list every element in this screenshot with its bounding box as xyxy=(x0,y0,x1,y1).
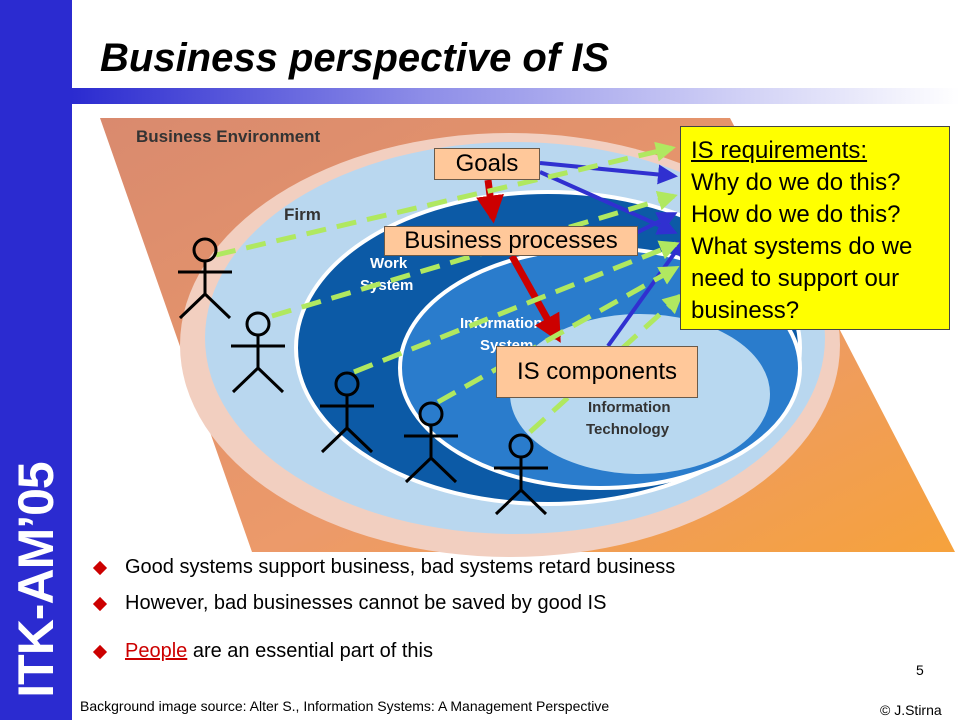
information-technology-label-line2: Technology xyxy=(586,421,670,438)
image-source-note: Background image source: Alter S., Infor… xyxy=(80,698,610,714)
copyright-note: © J.Stirna xyxy=(880,702,942,718)
is-requirements-box: IS requirements: Why do we do this? How … xyxy=(680,126,950,330)
is-requirements-title: IS requirements: xyxy=(691,137,868,164)
people-highlight: People xyxy=(125,640,188,662)
firm-label: Firm xyxy=(284,205,321,224)
business-environment-label: Business Environment xyxy=(136,127,321,146)
person-icon-3 xyxy=(320,371,374,454)
bullet-text: However, bad businesses cannot be saved … xyxy=(125,592,607,614)
page-number: 5 xyxy=(916,662,924,678)
goals-box: Goals xyxy=(434,148,540,180)
slide-title: Business perspective of IS xyxy=(100,36,610,80)
information-technology-label-line1: Information xyxy=(588,399,671,416)
requirements-line: How do we do this? xyxy=(691,201,901,228)
bullet-item: However, bad businesses cannot be saved … xyxy=(92,592,606,615)
requirements-line: need to support our xyxy=(691,265,900,292)
diamond-bullet-icon xyxy=(92,644,108,659)
goals-how-arrow xyxy=(539,170,678,235)
bullet-item: People are an essential part of this xyxy=(92,640,433,663)
requirements-line: business? xyxy=(691,297,800,324)
bullet-item: Good systems support business, bad syste… xyxy=(92,556,675,579)
person-icon-4 xyxy=(404,401,458,484)
processes-to-components-arrow xyxy=(508,254,562,343)
bullet-text: Good systems support business, bad syste… xyxy=(125,556,676,578)
bullet-text: are an essential part of this xyxy=(187,640,433,662)
is-components-box: IS components xyxy=(496,346,698,398)
goals-to-processes-arrow xyxy=(476,179,504,224)
goals-why-arrow xyxy=(539,161,678,185)
person-icon-2 xyxy=(231,311,285,394)
work-system-label-line1: Work xyxy=(370,255,408,272)
person4-dashed-arrow xyxy=(436,265,680,405)
person2-dashed-arrow xyxy=(271,190,678,319)
diamond-bullet-icon xyxy=(92,596,108,611)
diamond-bullet-icon xyxy=(92,560,108,575)
person-icon-5 xyxy=(494,433,548,516)
sidebar-band: ITK-AM’05 xyxy=(0,0,72,720)
work-system-label-line2: System xyxy=(360,277,413,294)
person3-dashed-arrow xyxy=(353,240,680,375)
business-processes-box: Business processes xyxy=(384,226,638,256)
person1-dashed-arrow xyxy=(215,141,676,258)
title-gradient-bar xyxy=(72,88,960,104)
person-icon-1 xyxy=(178,237,232,320)
requirements-line: Why do we do this? xyxy=(691,169,901,196)
requirements-line: What systems do we xyxy=(691,233,913,260)
